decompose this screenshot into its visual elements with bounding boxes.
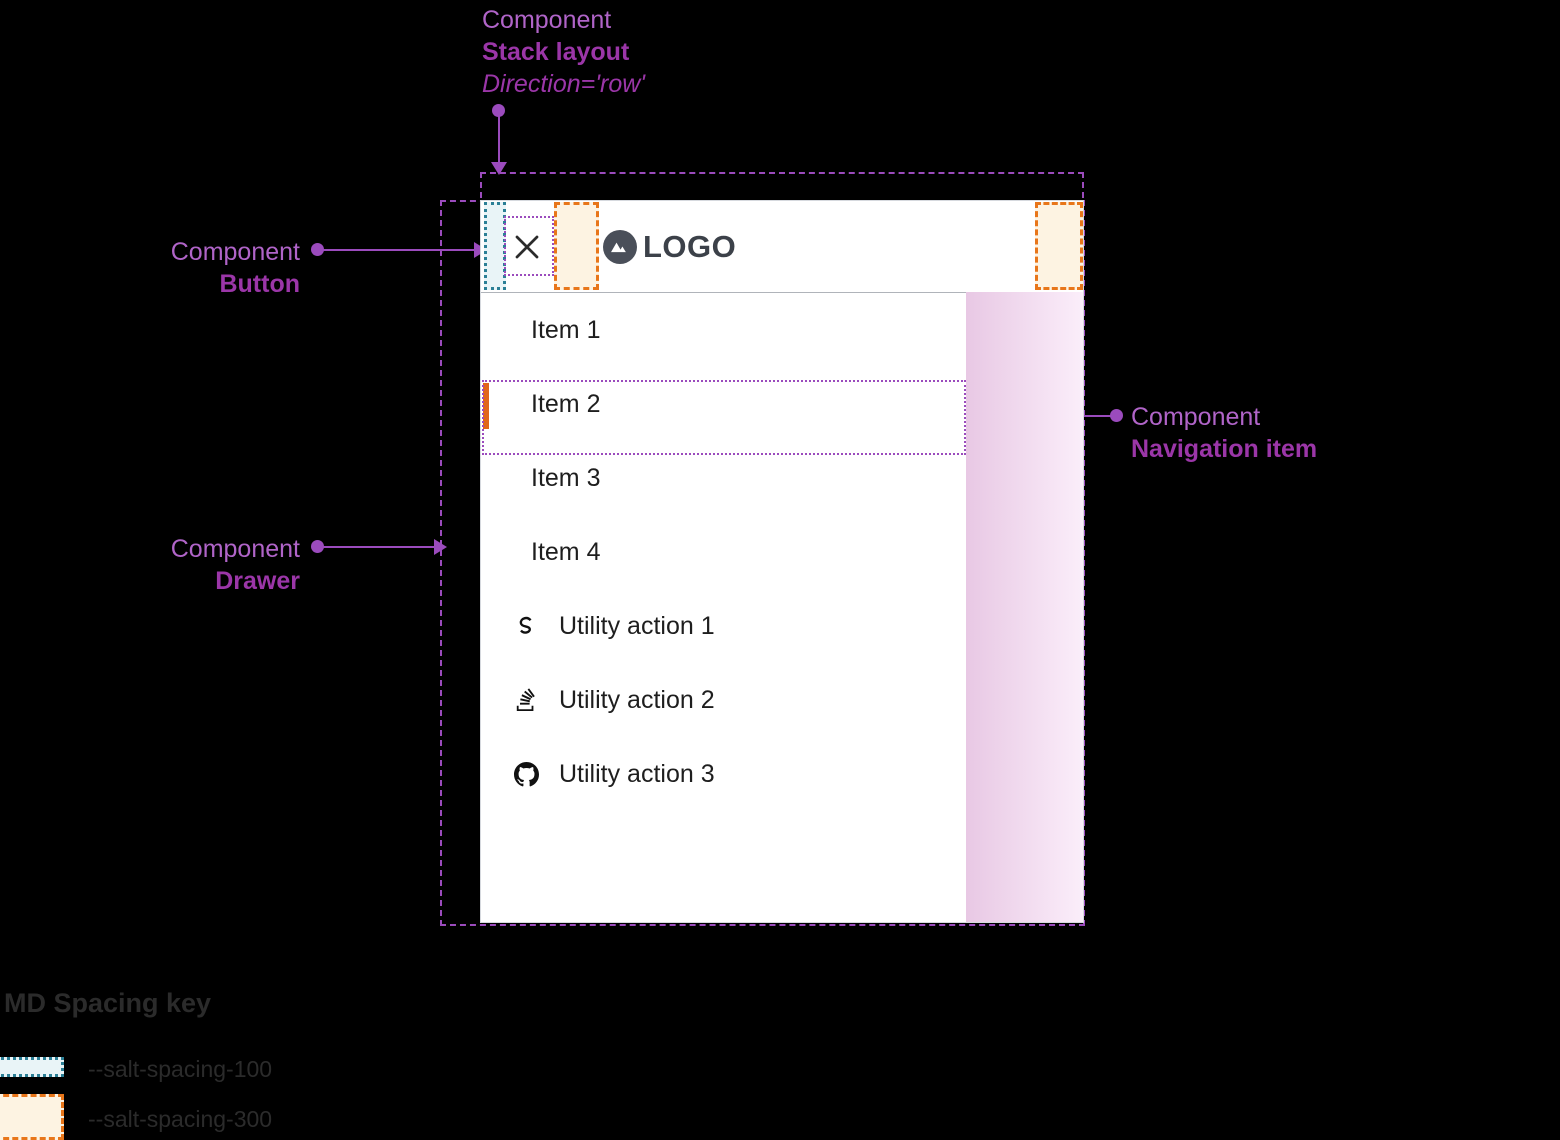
nav-item-label: Item 2 [531,389,601,418]
nav-item-2[interactable]: Item 2 [481,367,1083,441]
spec-box-button [504,216,554,276]
mountain-logo-icon [603,229,637,264]
spacing-key-label-300: --salt-spacing-300 [88,1106,273,1132]
annotation-drawer: Component Drawer [0,533,300,597]
annotation-name-label: Stack layout [482,38,630,66]
drawer-panel: LOGO Item 1 Item 2 Item 3 Item 4 [480,200,1084,923]
utility-action-label: Utility action 2 [559,685,715,714]
leader-line-stack-layout [498,112,500,164]
drawer-navigation: Item 1 Item 2 Item 3 Item 4 Utility acti… [481,293,1083,811]
utility-action-label: Utility action 3 [559,759,715,788]
annotation-name-label: Navigation item [1131,435,1318,463]
annotation-name-label: Button [219,270,300,298]
spacing-300-header-gap [554,202,599,290]
leader-line-button [320,249,476,251]
annotation-kind-label: Component [170,238,300,266]
spacing-key-label-100: --salt-spacing-100 [88,1056,273,1082]
annotation-prop-label: Direction='row' [482,70,646,98]
utility-action-2[interactable]: Utility action 2 [481,663,1083,737]
spacing-key-swatch-100 [0,1057,64,1077]
nav-item-label: Item 4 [531,537,601,566]
utility-action-1[interactable]: Utility action 1 [481,589,1083,663]
stack-overflow-icon [513,687,539,713]
annotation-name-label: Drawer [215,567,300,595]
leader-dot-button [311,243,324,256]
leader-dot-stack-layout [492,104,505,117]
annotation-navigation-item: Component Navigation item [1131,401,1317,465]
leader-arrow-stack-layout [491,162,507,175]
annotation-kind-label: Component [170,535,300,563]
nav-item-label: Item 3 [531,463,601,492]
brand-logo: LOGO [603,229,737,264]
annotation-kind-label: Component [1131,403,1261,431]
spacing-300-header-right [1035,202,1083,290]
utility-action-3[interactable]: Utility action 3 [481,737,1083,811]
nav-item-4[interactable]: Item 4 [481,515,1083,589]
nav-item-3[interactable]: Item 3 [481,441,1083,515]
annotation-stack-layout: Component Stack layout Direction='row' [482,4,645,100]
leader-dot-navigation-item [1110,409,1123,422]
logo-text: LOGO [643,229,737,264]
annotation-kind-label: Component [482,6,612,34]
nav-item-1[interactable]: Item 1 [481,293,1083,367]
close-button[interactable] [503,223,551,271]
nav-item-label: Item 1 [531,315,601,344]
annotation-button: Component Button [0,236,300,300]
spec-box-navigation-item [482,380,966,455]
close-icon [512,232,542,262]
spacing-100-header-left [484,202,506,290]
github-icon [513,761,539,787]
utility-action-label: Utility action 1 [559,611,715,640]
leader-line-drawer [320,546,436,548]
salt-s-icon [513,613,539,639]
spacing-key-title: MD Spacing key [4,988,212,1018]
spacing-key-swatch-300 [0,1094,64,1140]
leader-dot-drawer [311,540,324,553]
